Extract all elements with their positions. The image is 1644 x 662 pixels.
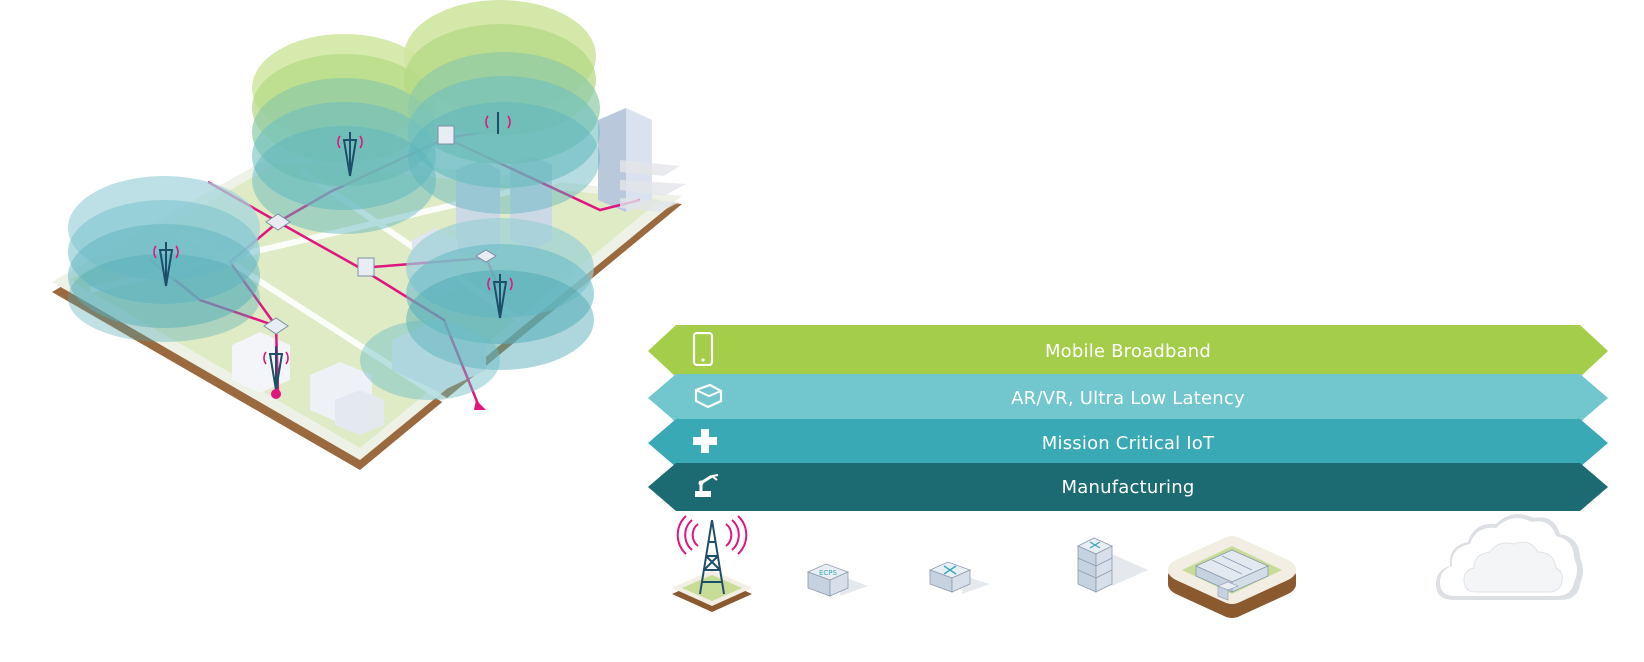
hub-nodes [263, 125, 497, 335]
band-mission-critical-iot: Mission Critical IoT [648, 419, 1608, 467]
tower-base-dot [271, 389, 281, 399]
medical-cross-icon [692, 428, 718, 458]
router-device [928, 561, 990, 594]
band-label: AR/VR, Ultra Low Latency [1011, 387, 1245, 409]
ecps-box-device: ECPS [806, 563, 868, 597]
city-network-illustration [52, 0, 686, 470]
band-label: Mobile Broadband [1044, 340, 1212, 362]
layer-shadows [620, 160, 686, 212]
server-rack-icon [1077, 557, 1113, 579]
data-center-icon [1195, 549, 1269, 601]
coverage-left-cell [68, 176, 260, 342]
cell-tower-device [672, 515, 752, 612]
robot-arm-icon [692, 471, 722, 503]
cell-towers [158, 112, 508, 391]
band-label: Mission Critical IoT [1041, 432, 1215, 454]
band-manufacturing: Manufacturing [648, 463, 1608, 511]
coverage-right-cell [360, 218, 594, 400]
cell-tower-icon [699, 519, 725, 595]
edge-box-icon: ECPS [819, 569, 838, 577]
server-rack-device [1077, 537, 1148, 593]
radio-waves [153, 115, 513, 365]
fiber-arrow [474, 400, 486, 410]
band-mobile-broadband: Mobile Broadband [648, 325, 1608, 377]
coverage-macro-cells [252, 0, 600, 234]
smartphone-icon [692, 332, 714, 370]
cloud-device [1436, 514, 1583, 600]
band-ar-vr: AR/VR, Ultra Low Latency [648, 374, 1608, 422]
cloud-icon [1436, 514, 1583, 600]
band-label: Manufacturing [1061, 476, 1195, 498]
vr-headset-icon [692, 382, 724, 414]
data-center-device [1168, 536, 1296, 618]
router-icon [943, 565, 957, 575]
